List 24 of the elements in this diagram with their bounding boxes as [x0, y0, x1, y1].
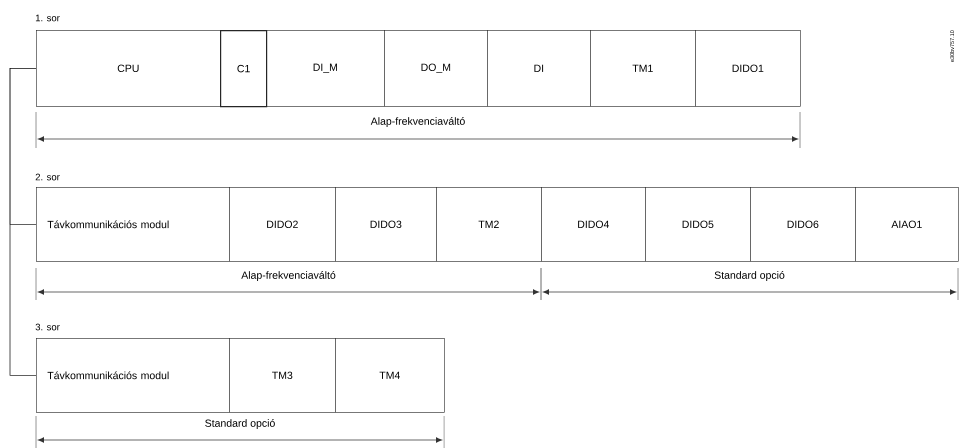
- dimension-label: Standard opció: [714, 271, 784, 281]
- module-box: Távkommunikációs modul: [36, 187, 230, 262]
- module-box: DIDO1: [695, 30, 801, 107]
- module-box: TM1: [590, 30, 696, 107]
- module-box: DO_M: [384, 30, 488, 107]
- module-box: TM3: [229, 338, 336, 413]
- module-box: Távkommunikációs modul: [36, 338, 230, 413]
- module-box: DI_M: [266, 30, 385, 107]
- module-box: DIDO3: [335, 187, 437, 262]
- module-box: TM4: [335, 338, 445, 413]
- module-box: TM2: [436, 187, 542, 262]
- module-box: AIAO1: [855, 187, 959, 262]
- module-box: DIDO2: [229, 187, 336, 262]
- module-box: DIDO4: [541, 187, 646, 262]
- dimension-label: Alap-frekvenciaváltó: [370, 117, 465, 127]
- module-box: CPU: [36, 30, 221, 107]
- module-box: DIDO5: [645, 187, 751, 262]
- module-box: C1: [220, 30, 268, 108]
- row-heading: 1. sor: [36, 14, 60, 22]
- connector-line: [10, 68, 36, 376]
- dimension-label: Standard opció: [205, 419, 275, 429]
- module-box: DI: [487, 30, 591, 107]
- module-box: DIDO6: [750, 187, 856, 262]
- dimension-label: Alap-frekvenciaváltó: [241, 271, 336, 281]
